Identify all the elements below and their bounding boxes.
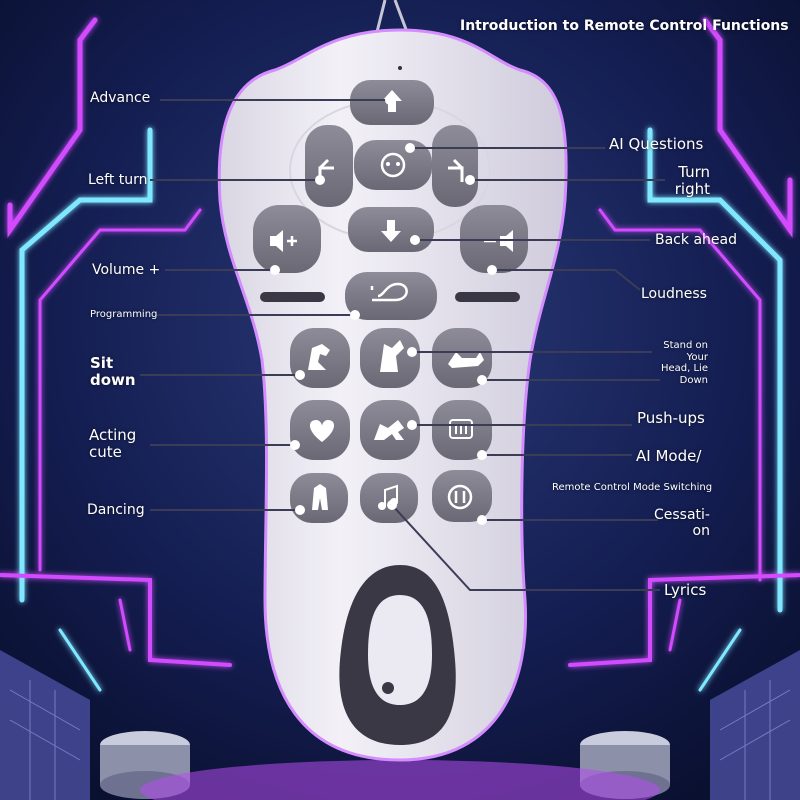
- dog-pushup-icon: [374, 420, 404, 440]
- heart-icon: [309, 420, 335, 442]
- left-turn-button[interactable]: [305, 125, 353, 207]
- ai-questions-button[interactable]: [354, 140, 432, 190]
- volume-plus-button[interactable]: [253, 205, 321, 273]
- dancing-button[interactable]: [290, 473, 348, 523]
- face-icon: [380, 152, 406, 178]
- label-advance: Advance: [90, 90, 151, 106]
- leader-lines: [140, 99, 665, 591]
- label-stand-on-head: Stand on Your Head, Lie Down: [660, 340, 708, 386]
- acting-cute-button[interactable]: [290, 400, 350, 460]
- label-sit-down: Sit down: [90, 354, 136, 390]
- dog-lie-icon: [448, 352, 484, 368]
- programming-button[interactable]: [345, 272, 437, 320]
- push-ups-button[interactable]: [360, 400, 420, 460]
- label-ai-mode: AI Mode/: [636, 447, 702, 465]
- leader-dots: [270, 95, 497, 525]
- remote-body: [217, 28, 568, 762]
- remote-buttons: [253, 80, 528, 523]
- dance-icon: [312, 484, 328, 510]
- label-back-ahead: Back ahead: [655, 232, 737, 248]
- speaker-plus-icon: [270, 230, 297, 252]
- arrow-down-icon: [381, 220, 401, 242]
- dog-handstand-icon: [380, 340, 404, 372]
- label-push-ups: Push-ups: [637, 409, 705, 427]
- turn-right-arrow-icon: [448, 158, 464, 182]
- lyrics-button[interactable]: [360, 473, 418, 523]
- pause-icon: [447, 484, 473, 510]
- stage-lights: [0, 650, 800, 800]
- label-volume-plus: Volume +: [92, 262, 161, 278]
- cessation-button[interactable]: [432, 470, 492, 522]
- label-acting-cute: Acting cute: [89, 426, 137, 462]
- label-programming: Programming: [90, 309, 158, 320]
- neon-frame: [0, 17, 800, 692]
- sit-down-button[interactable]: [290, 328, 350, 388]
- label-cessation: Cessati- on: [654, 507, 710, 540]
- diagram-title: Introduction to Remote Control Functions: [460, 18, 789, 34]
- label-remote-mode-switching: Remote Control Mode Switching: [552, 482, 713, 493]
- stand-on-head-button[interactable]: [360, 328, 420, 388]
- dog-sit-icon: [308, 344, 330, 370]
- label-dancing: Dancing: [87, 502, 145, 518]
- program-path-icon: [370, 282, 408, 302]
- back-button[interactable]: [348, 207, 434, 252]
- label-turn-right: Turn right: [674, 163, 710, 199]
- label-lyrics: Lyrics: [664, 581, 707, 599]
- label-loudness: Loudness: [641, 286, 707, 302]
- label-left-turn: Left turn: [88, 172, 148, 188]
- label-ai-questions: AI Questions: [609, 135, 704, 153]
- turn-right-button[interactable]: [432, 125, 478, 207]
- lie-down-button[interactable]: [432, 328, 492, 388]
